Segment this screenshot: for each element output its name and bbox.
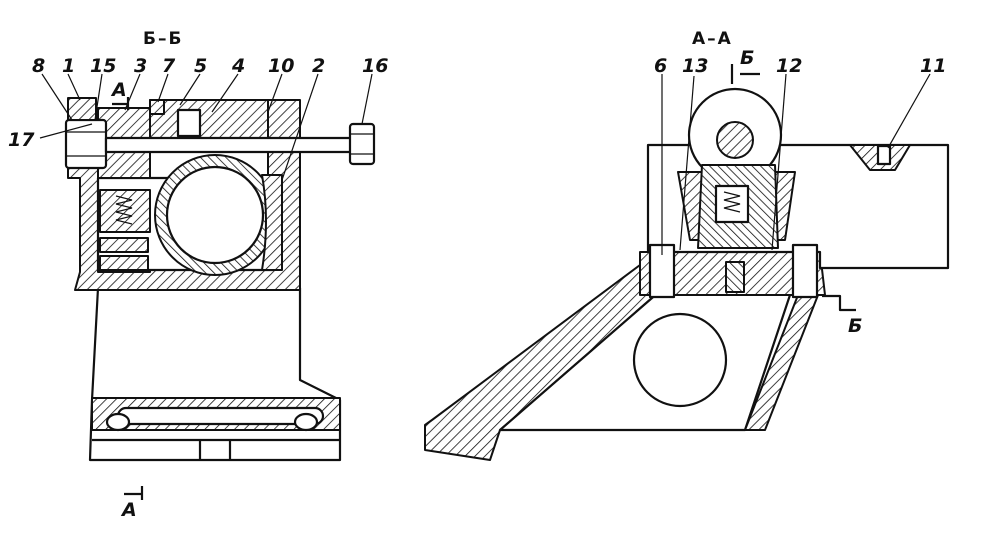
left-nut-1 <box>67 97 97 121</box>
rod-16 <box>104 136 356 154</box>
rod-16-head-lines <box>350 133 374 155</box>
callout-numbers-right: 6 13 12 11 <box>654 55 946 77</box>
leader-lines <box>39 73 931 255</box>
right-clamp-spring <box>723 191 741 213</box>
left-base-slot <box>116 406 325 426</box>
callout-17: 17 <box>8 129 35 151</box>
left-ring-7 <box>149 99 165 115</box>
callout-4: 4 <box>231 55 245 77</box>
section-title-left: Б–Б <box>143 29 183 49</box>
right-bracket-hole <box>632 312 728 408</box>
callout-numbers-left: 8 1 15 3 7 5 4 10 2 16 17 <box>8 55 388 151</box>
left-top-cover-window <box>176 108 202 138</box>
right-bolt-11 <box>876 144 892 166</box>
left-top-cover <box>149 99 269 139</box>
left-spring <box>115 195 133 225</box>
left-spring-block <box>99 189 151 233</box>
callout-15: 15 <box>90 55 116 77</box>
left-stand-body <box>88 286 342 462</box>
left-base-foot <box>92 438 340 460</box>
left-bracket-web <box>261 174 283 271</box>
mark-left-bottom: А <box>120 499 137 521</box>
section-mark-letters: А А Б Б <box>110 47 862 521</box>
callout-10: 10 <box>268 55 294 77</box>
marker-a-bottom-arrow <box>124 486 144 500</box>
callout-2: 2 <box>312 55 325 77</box>
mark-left-top: А <box>110 79 127 101</box>
left-lower-strip <box>99 237 149 253</box>
callout-12: 12 <box>776 55 802 77</box>
mark-right-top: Б <box>740 47 754 69</box>
left-sleeve-ribs <box>66 131 106 157</box>
callout-16: 16 <box>362 55 388 77</box>
marker-b-top-arrow <box>730 64 760 84</box>
mark-right-bottom: Б <box>848 315 862 337</box>
callout-13: 13 <box>682 55 708 77</box>
section-markers <box>112 64 856 500</box>
right-section-view <box>424 87 950 461</box>
left-bottom-strip <box>99 255 149 271</box>
right-roller-axle <box>716 121 754 159</box>
right-bolt-6-right <box>791 243 819 299</box>
callout-11: 11 <box>920 55 946 77</box>
callout-1: 1 <box>62 55 75 77</box>
callout-8: 8 <box>32 55 45 77</box>
right-center-spring <box>725 261 745 293</box>
marker-b-bottom-arrow <box>822 294 856 312</box>
section-titles: Б–Б А–А <box>143 29 733 49</box>
left-sleeve <box>64 118 108 170</box>
left-base-hole-right <box>293 412 319 432</box>
callout-7: 7 <box>162 55 176 77</box>
rod-16-head <box>348 122 376 166</box>
left-section-view <box>64 97 376 462</box>
left-bearing-bore <box>165 165 265 265</box>
right-clamp-window <box>714 184 750 224</box>
left-base-hole-left <box>105 412 131 432</box>
section-title-right: А–А <box>692 29 733 49</box>
callout-3: 3 <box>134 55 147 77</box>
callout-6: 6 <box>654 55 667 77</box>
callout-5: 5 <box>194 55 207 77</box>
